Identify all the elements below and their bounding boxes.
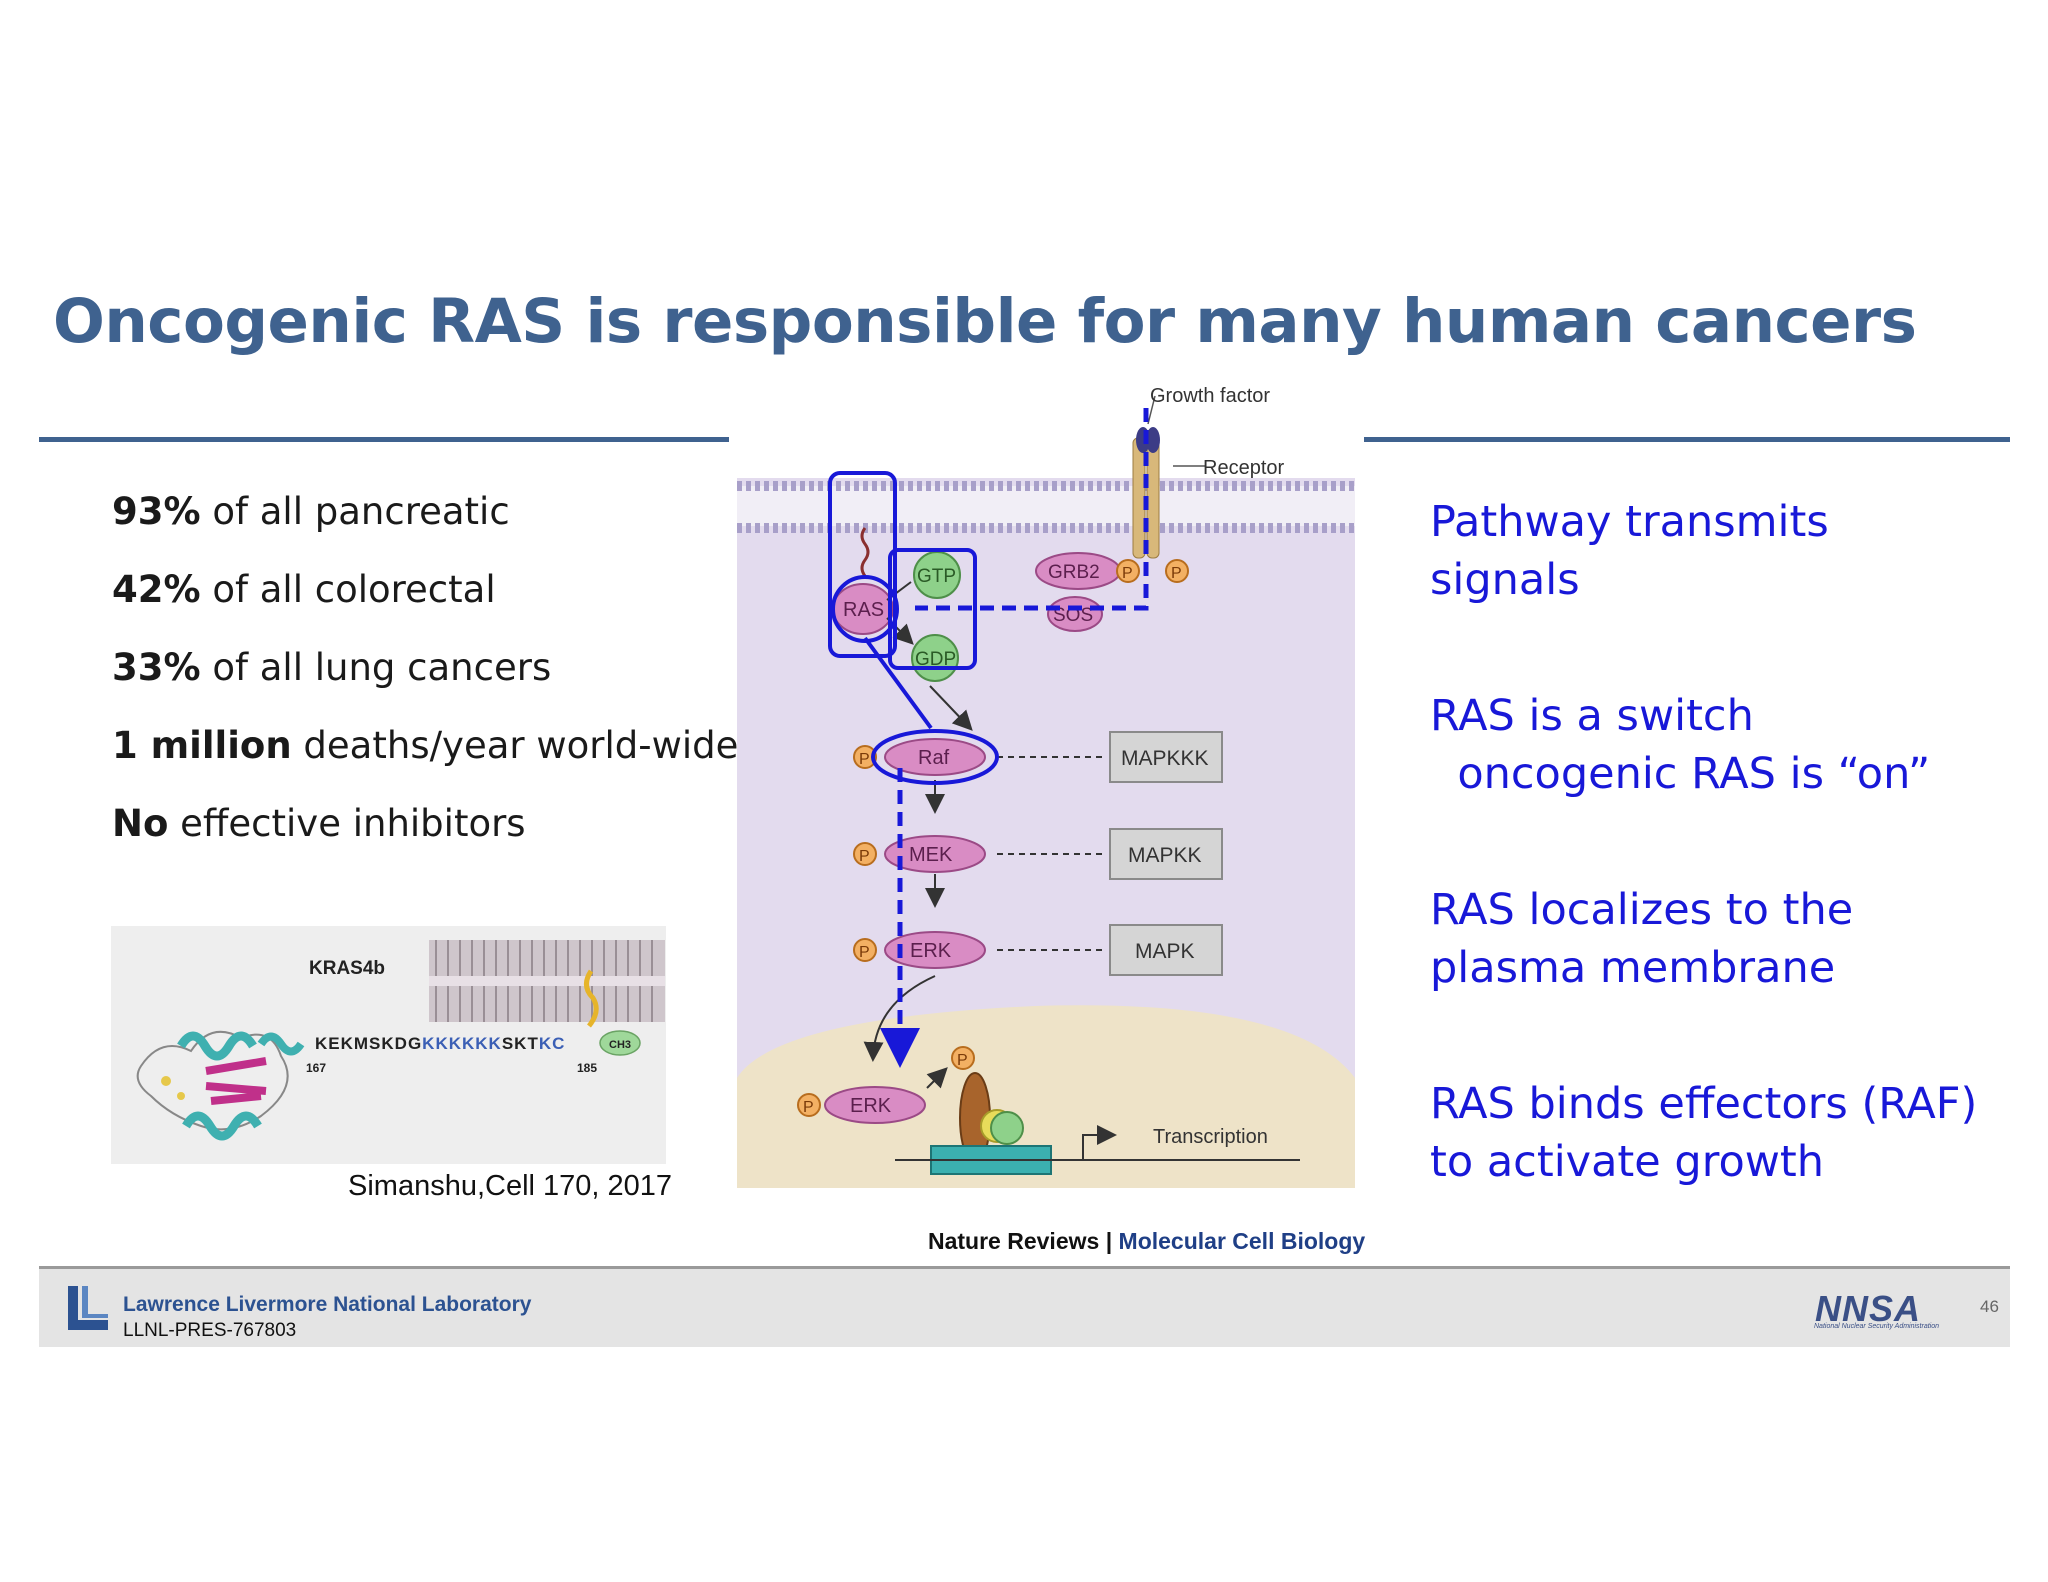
- methyl-label: CH3: [609, 1039, 631, 1051]
- stat-deaths: 1 million deaths/year world-wide: [112, 724, 739, 767]
- raf-phospho: P: [859, 751, 870, 768]
- residue-end: 185: [577, 1061, 597, 1075]
- mek-phospho: P: [859, 848, 870, 865]
- ras-protein: RAS: [843, 599, 884, 621]
- kras-sequence: KEKMSKDGKKKKKKSKTKC: [315, 1034, 565, 1053]
- receptor-label: Receptor: [1203, 457, 1284, 479]
- sos-protein: SOS: [1053, 605, 1093, 626]
- mek-protein: MEK: [909, 844, 953, 866]
- stat-lung: 33% of all lung cancers: [112, 646, 552, 689]
- receptor-phospho: P: [1171, 565, 1182, 582]
- stat-inhibitors: No effective inhibitors: [112, 802, 526, 845]
- receptor-shape: [1132, 427, 1160, 559]
- grb2-phospho: P: [1122, 565, 1133, 582]
- title-rule-left: [39, 437, 729, 442]
- blue-annotations: [828, 408, 1149, 1068]
- mapkk-label: MAPKK: [1128, 844, 1202, 867]
- membrane-bilayer: [429, 940, 665, 1028]
- nnsa-tagline: National Nuclear Security Administration: [1814, 1323, 1940, 1330]
- erk-phospho: P: [859, 944, 870, 961]
- mapkkk-label: MAPKKK: [1121, 747, 1209, 770]
- plasma-membrane: [737, 481, 1355, 533]
- grb2-protein: GRB2: [1048, 562, 1100, 583]
- residue-start: 167: [306, 1061, 326, 1075]
- presentation-id: LLNL-PRES-767803: [123, 1320, 297, 1341]
- tf-phospho: P: [957, 1052, 968, 1069]
- kras4b-label: KRAS4b: [309, 958, 385, 979]
- raf-protein: Raf: [918, 747, 950, 769]
- page-number: 46: [1980, 1297, 1999, 1316]
- transcription-label: Transcription: [1153, 1126, 1268, 1148]
- citation: Simanshu,Cell 170, 2017: [348, 1170, 673, 1202]
- slide-title: Oncogenic RAS is responsible for many hu…: [53, 286, 1917, 357]
- stat-pancreatic: 93% of all pancreatic: [112, 490, 510, 533]
- footer-bar: [39, 1266, 2010, 1347]
- kras-structure-figure: KRAS4b KEKMSKDGKKKKKKSKTKC CH3 167 185: [111, 926, 666, 1164]
- title-rule-right: [1364, 437, 2010, 442]
- figure-source: Nature Reviews | Molecular Cell Biology: [928, 1228, 1366, 1254]
- erk-protein: ERK: [910, 940, 952, 962]
- lab-name: Lawrence Livermore National Laboratory: [123, 1293, 532, 1316]
- gtp-label: GTP: [917, 566, 956, 587]
- stat-colorectal: 42% of all colorectal: [112, 568, 496, 611]
- growth-factor-label: Growth factor: [1150, 385, 1270, 407]
- nuclear-erk-phospho: P: [803, 1099, 814, 1116]
- nuclear-erk: ERK: [850, 1095, 892, 1117]
- mapk-label: MAPK: [1135, 940, 1195, 963]
- ras-pathway-diagram: Growth factor Receptor RAS GTP GDP SOS G…: [737, 385, 1355, 1188]
- point-effectors: RAS binds effectors (RAF)to activate gro…: [1430, 1079, 1978, 1187]
- nnsa-logo: NNSA: [1815, 1288, 1922, 1329]
- protein-ribbon: [136, 1030, 305, 1141]
- llnl-logo-icon: [68, 1286, 108, 1330]
- gdp-label: GDP: [915, 649, 956, 670]
- point-switch: RAS is a switch oncogenic RAS is “on”: [1430, 691, 1931, 799]
